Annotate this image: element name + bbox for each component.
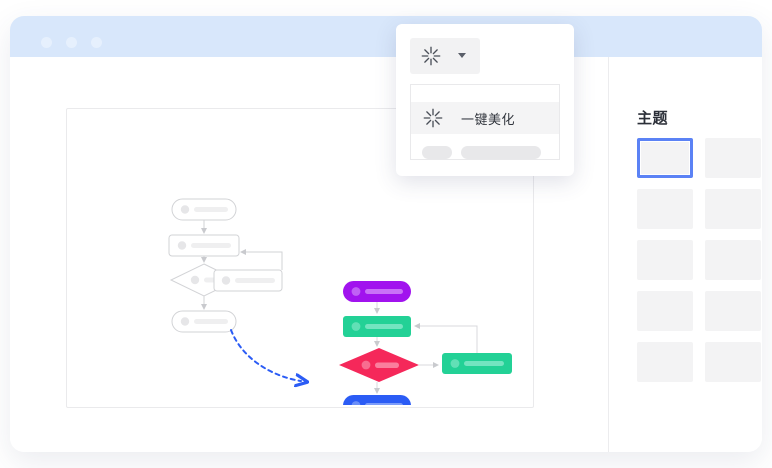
theme-thumbnail-5[interactable] [637, 240, 693, 280]
theme-thumbnail-8[interactable] [705, 291, 761, 331]
node-process2-gray[interactable] [213, 269, 283, 292]
theme-thumbnail-7[interactable] [637, 291, 693, 331]
theme-thumbnail-9[interactable] [637, 342, 693, 382]
chevron-down-icon [458, 53, 466, 58]
theme-thumbnail-2[interactable] [705, 138, 761, 178]
transform-arrow [230, 329, 301, 381]
node-process1-gray[interactable] [168, 234, 240, 257]
beautify-toolbar-button[interactable] [410, 38, 480, 74]
sparkle-burst-icon [421, 46, 441, 66]
flowchart-svg [168, 198, 512, 405]
flow-connectors-color [374, 302, 439, 394]
node-start-gray[interactable] [171, 198, 237, 221]
app-window: 主题 [10, 16, 762, 452]
window-dot-close[interactable] [41, 37, 52, 48]
node-end-gray[interactable] [171, 310, 237, 333]
node-process1-color[interactable] [343, 316, 411, 337]
theme-panel-title: 主题 [637, 110, 669, 127]
sparkle-burst-icon [423, 108, 443, 128]
theme-thumbnail-4[interactable] [705, 189, 761, 229]
menu-item-icon-placeholder [422, 146, 452, 159]
flow-feedback-gray [240, 249, 283, 270]
flow-connectors-gray [201, 220, 279, 310]
flowchart-after [339, 281, 512, 405]
node-end-color[interactable] [343, 395, 411, 405]
node-decision-color[interactable] [339, 348, 419, 382]
menu-item-label: 一键美化 [461, 112, 516, 127]
menu-item-placeholder[interactable] [411, 137, 559, 169]
window-dot-maximize[interactable] [91, 37, 102, 48]
beautify-popover: 一键美化 [396, 24, 574, 176]
window-dot-minimize[interactable] [66, 37, 77, 48]
window-body: 主题 [10, 57, 762, 452]
theme-thumbnail-10[interactable] [705, 342, 761, 382]
flowchart-before [168, 198, 283, 333]
node-start-color[interactable] [343, 281, 411, 302]
menu-item-label-placeholder [461, 146, 541, 159]
menu-item-one-click-beautify[interactable]: 一键美化 [411, 102, 559, 134]
window-titlebar [10, 16, 762, 57]
flow-feedback-color [414, 323, 478, 353]
beautify-dropdown-menu: 一键美化 [410, 84, 560, 160]
theme-thumbnail-grid [637, 138, 761, 382]
theme-thumbnail-1[interactable] [637, 138, 693, 178]
theme-thumbnail-6[interactable] [705, 240, 761, 280]
theme-panel: 主题 [617, 57, 762, 452]
node-process2-color[interactable] [442, 353, 512, 374]
theme-thumbnail-3[interactable] [637, 189, 693, 229]
panel-divider [608, 57, 609, 452]
